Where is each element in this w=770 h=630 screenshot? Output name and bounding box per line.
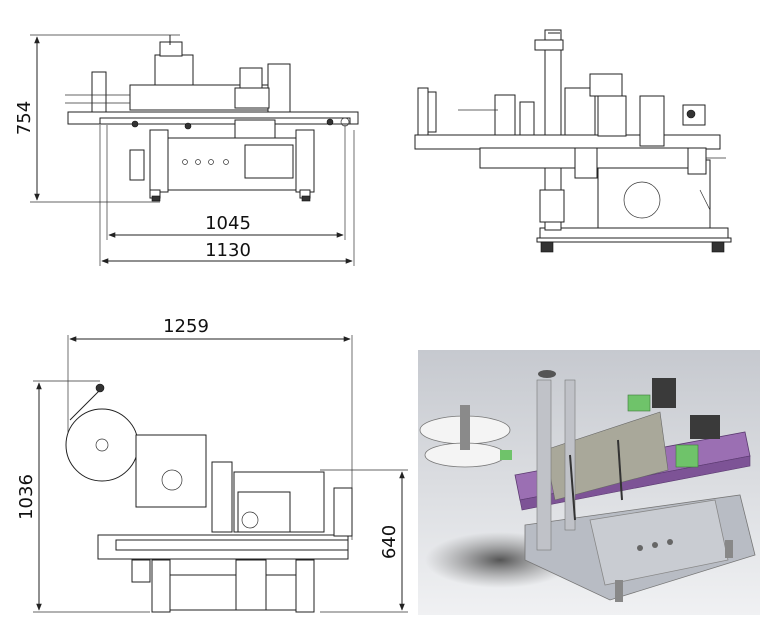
dimension-label-1130: 1130 bbox=[205, 240, 251, 261]
dimension-width-1259: 1259 bbox=[67, 316, 353, 540]
top-machine bbox=[65, 383, 353, 613]
dimension-height-754: 754 bbox=[14, 34, 180, 203]
dimension-depth-640: 640 bbox=[320, 469, 408, 613]
front-view: 754 bbox=[14, 34, 359, 266]
dimension-width-1130: 1130 bbox=[99, 125, 355, 266]
front-machine bbox=[65, 35, 359, 202]
dimension-depth-1036: 1036 bbox=[16, 380, 150, 613]
side-view bbox=[414, 29, 732, 253]
dimension-label-1045: 1045 bbox=[205, 213, 251, 234]
top-view: 1259 1036 640 bbox=[16, 316, 408, 613]
isometric-render bbox=[418, 350, 760, 615]
dimension-label-754: 754 bbox=[14, 101, 35, 135]
dimension-label-1036: 1036 bbox=[16, 474, 37, 520]
dimension-label-1259: 1259 bbox=[163, 316, 209, 337]
dimension-width-1045: 1045 bbox=[106, 125, 346, 240]
dimension-label-640: 640 bbox=[379, 525, 400, 559]
